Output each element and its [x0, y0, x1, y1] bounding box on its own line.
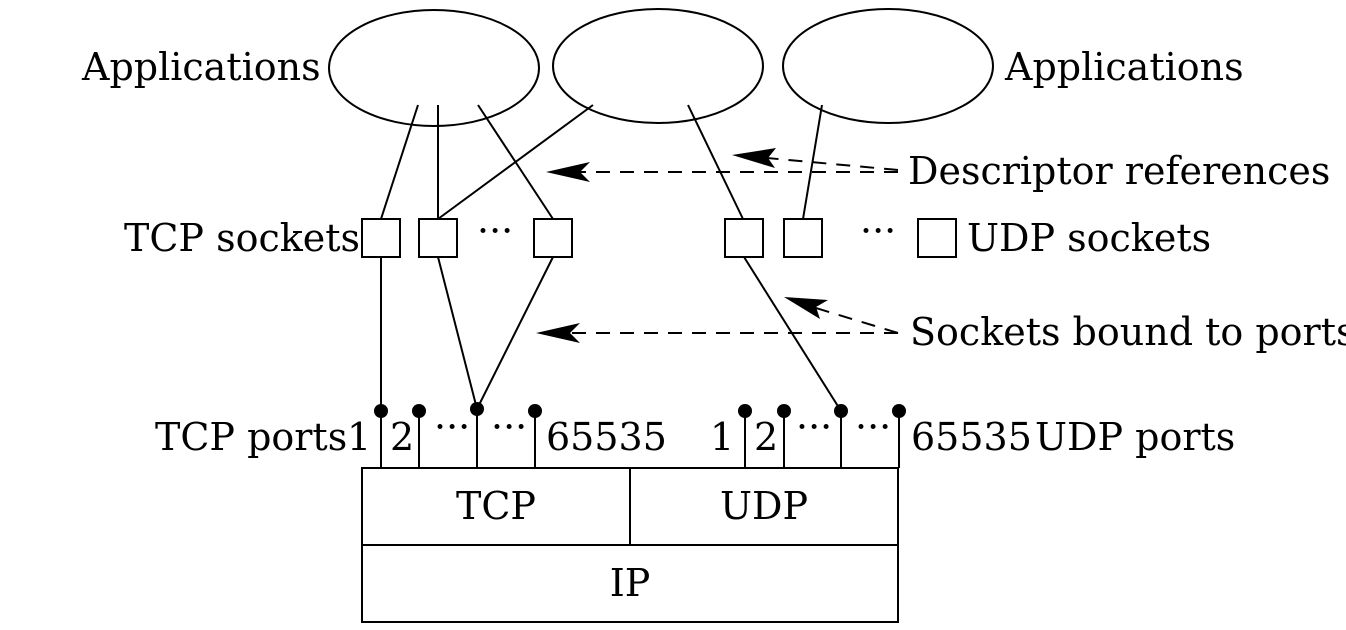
udp-port-number: 65535	[911, 415, 1032, 459]
ip-layer-box	[361, 544, 899, 623]
application-ellipse-3	[782, 8, 994, 124]
udp-port-ellipsis: ···	[855, 405, 891, 449]
descriptor-references-label: Descriptor references	[908, 149, 1330, 193]
tcp-sockets-label: TCP sockets	[124, 216, 360, 260]
ip-layer-label: IP	[610, 561, 651, 605]
sockets-bound-label: Sockets bound to ports	[910, 310, 1346, 354]
sockets-bound-arrowhead	[784, 297, 828, 319]
udp-port-number: 2	[754, 415, 778, 459]
tcp-port-ellipsis: ···	[434, 405, 470, 449]
udp-socket	[917, 218, 957, 258]
udp-socket	[724, 218, 764, 258]
tcp-socket	[361, 218, 401, 258]
tcp-port-dot	[470, 402, 484, 416]
udp-port-dot	[892, 404, 906, 418]
tcp-socket	[418, 218, 458, 258]
socket-port-line	[437, 256, 478, 410]
tcp-sockets-ellipsis: ···	[477, 209, 513, 253]
tcp-port-number: 2	[390, 415, 414, 459]
udp-port-dot	[777, 404, 791, 418]
applications-label-right: Applications	[1004, 45, 1244, 89]
application-ellipse-1	[328, 9, 540, 127]
tcp-ports-label: TCP ports	[155, 415, 347, 459]
tcp-port-number: 1	[347, 415, 371, 459]
sockets-bound-arrow	[805, 304, 899, 334]
descriptor-reference-arrowhead	[732, 148, 776, 168]
tcp-port-dot	[528, 404, 542, 418]
app-socket-line	[380, 104, 419, 220]
udp-port-dot	[834, 404, 848, 418]
udp-socket	[783, 218, 823, 258]
udp-port-ellipsis: ···	[796, 405, 832, 449]
app-socket-line	[687, 104, 744, 220]
descriptor-reference-arrowhead	[546, 162, 590, 182]
udp-sockets-label: UDP sockets	[967, 216, 1211, 260]
descriptor-reference-arrow	[755, 156, 899, 171]
tcp-port-number: 65535	[546, 415, 667, 459]
applications-label-left: Applications	[81, 45, 321, 89]
udp-layer-label: UDP	[720, 484, 808, 528]
tcp-port-dot	[412, 404, 426, 418]
udp-ports-label: UDP ports	[1035, 415, 1235, 459]
tcp-layer-label: TCP	[456, 484, 536, 528]
udp-port-number: 1	[710, 415, 734, 459]
app-socket-line	[437, 104, 594, 220]
application-ellipse-2	[552, 8, 764, 124]
tcp-socket	[533, 218, 573, 258]
sockets-bound-arrowhead	[536, 323, 580, 343]
tcp-port-ellipsis: ···	[491, 405, 527, 449]
udp-port-dot	[738, 404, 752, 418]
udp-sockets-ellipsis: ···	[860, 209, 896, 253]
socket-port-line	[476, 256, 554, 410]
tcp-port-dot	[374, 404, 388, 418]
